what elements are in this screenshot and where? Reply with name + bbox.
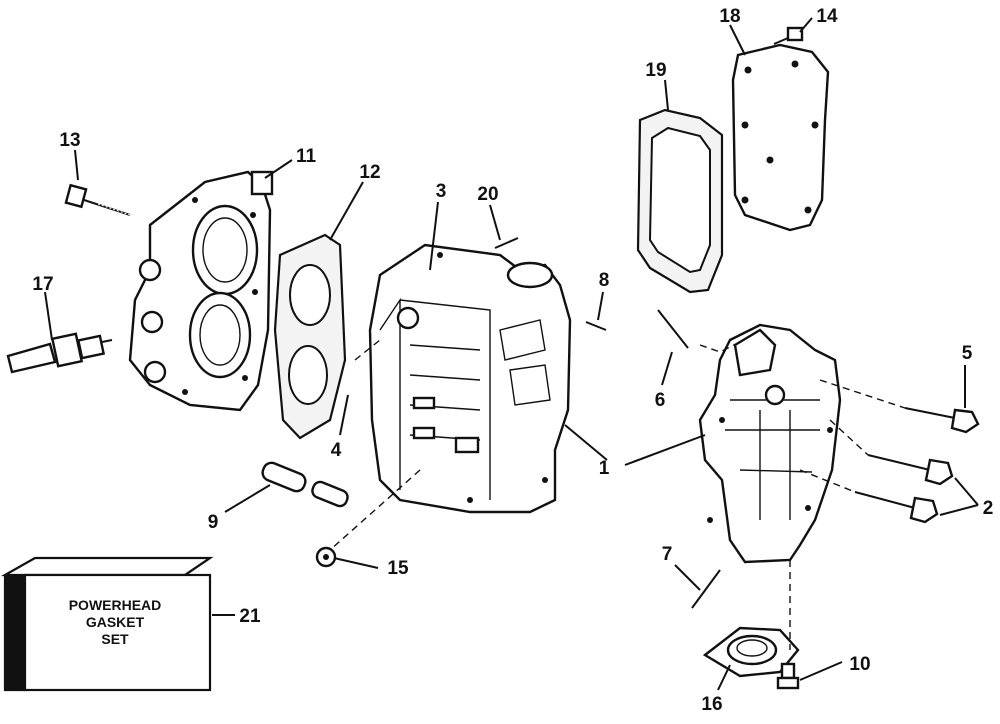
bolt-part-5 xyxy=(904,407,980,434)
gasket-set-box-part-21 xyxy=(0,556,214,692)
cylinder-head-part-11 xyxy=(128,170,274,412)
callout-2: 2 xyxy=(983,498,994,519)
callout-10: 10 xyxy=(849,654,870,675)
callout-19: 19 xyxy=(645,60,666,81)
callout-7: 7 xyxy=(662,544,673,565)
cover-part-16 xyxy=(702,626,800,678)
gasket-box-line-3: SET xyxy=(101,631,129,647)
callout-9: 9 xyxy=(208,512,219,533)
pin-part-6 xyxy=(657,309,689,349)
pin-part-8 xyxy=(585,321,607,331)
spark-plug-part-17 xyxy=(6,332,113,374)
callout-6: 6 xyxy=(655,390,666,411)
callout-4: 4 xyxy=(331,440,342,461)
callout-8: 8 xyxy=(599,270,610,291)
exhaust-cover-part-18 xyxy=(731,43,830,232)
callout-15: 15 xyxy=(387,558,409,579)
gasket-box-line-2: GASKET xyxy=(86,614,145,630)
leader-lines xyxy=(44,17,979,691)
assembly-dashed-lines xyxy=(329,339,906,650)
gasket-box-line-1: POWERHEAD xyxy=(69,597,162,613)
screw-part-14 xyxy=(773,26,804,45)
head-gasket-part-12 xyxy=(273,233,347,440)
bolt-part-2-lower xyxy=(854,491,939,524)
plug-part-15 xyxy=(315,546,337,568)
callout-17: 17 xyxy=(32,274,53,295)
bolt-part-13 xyxy=(64,183,131,216)
pin-part-7 xyxy=(691,569,721,609)
callout-20: 20 xyxy=(477,184,498,205)
callout-14: 14 xyxy=(816,6,838,27)
pin-part-20 xyxy=(494,237,519,249)
exhaust-gasket-part-19 xyxy=(636,108,724,294)
screw-part-10 xyxy=(776,662,800,690)
cylinder-block-part-1 xyxy=(368,243,572,514)
callout-12: 12 xyxy=(359,162,380,183)
callout-21: 21 xyxy=(239,606,261,627)
callout-11: 11 xyxy=(296,146,317,167)
callout-13: 13 xyxy=(59,130,80,151)
callout-16: 16 xyxy=(701,694,722,715)
callout-18: 18 xyxy=(719,6,740,27)
bolt-part-2-upper xyxy=(867,454,954,486)
callout-5: 5 xyxy=(962,343,973,364)
crankcase-part xyxy=(698,323,842,564)
callout-1: 1 xyxy=(599,458,610,479)
dowel-pins-part-9 xyxy=(261,461,349,508)
callout-3: 3 xyxy=(436,181,447,202)
